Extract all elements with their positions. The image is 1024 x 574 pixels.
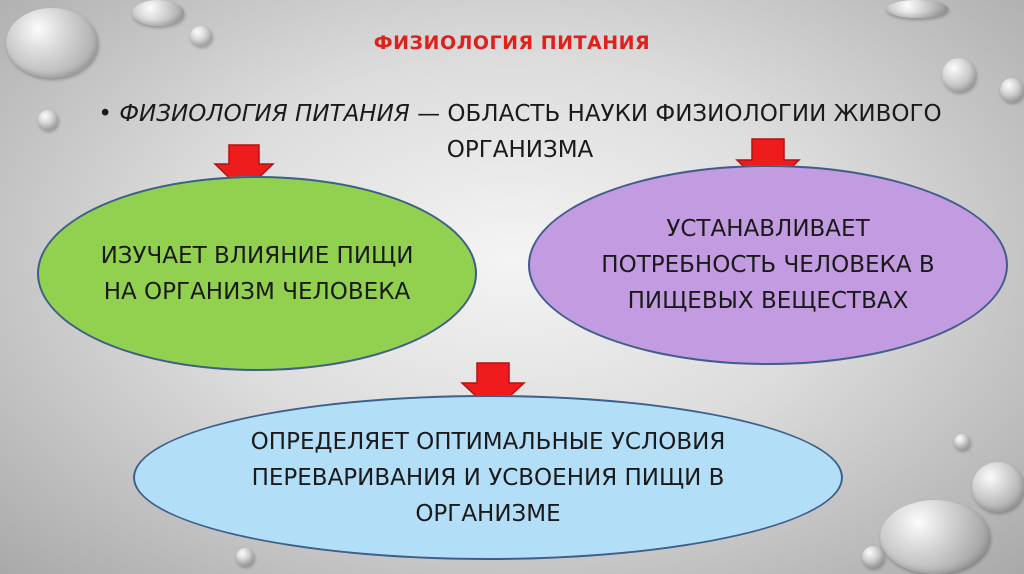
water-drop-decoration (190, 26, 212, 46)
bullet-marker: • (98, 101, 112, 127)
water-drop-decoration (972, 462, 1024, 512)
ellipse-right-establishes-need: УСТАНАВЛИВАЕТ ПОТРЕБНОСТЬ ЧЕЛОВЕКА В ПИЩ… (528, 165, 1008, 365)
water-drop-decoration (236, 548, 254, 566)
ellipse-bottom-determines-conditions: ОПРЕДЕЛЯЕТ ОПТИМАЛЬНЫЕ УСЛОВИЯ ПЕРЕВАРИВ… (133, 395, 843, 560)
water-drop-decoration (132, 0, 184, 26)
definition-term: ФИЗИОЛОГИЯ ПИТАНИЯ (119, 101, 410, 127)
definition-rest-line-2: ОРГАНИЗМА (446, 137, 594, 163)
definition-text: • ФИЗИОЛОГИЯ ПИТАНИЯ — ОБЛАСТЬ НАУКИ ФИЗ… (60, 96, 980, 168)
ellipse-right-text: УСТАНАВЛИВАЕТ ПОТРЕБНОСТЬ ЧЕЛОВЕКА В ПИЩ… (601, 216, 935, 314)
ellipse-left-text: ИЗУЧАЕТ ВЛИЯНИЕ ПИЩИ НА ОРГАНИЗМ ЧЕЛОВЕК… (100, 242, 414, 305)
water-drop-decoration (1000, 78, 1024, 102)
water-drop-decoration (954, 434, 970, 450)
water-drop-decoration (862, 546, 884, 568)
ellipse-left-studies-influence: ИЗУЧАЕТ ВЛИЯНИЕ ПИЩИ НА ОРГАНИЗМ ЧЕЛОВЕК… (37, 176, 477, 371)
water-drop-decoration (880, 500, 990, 574)
water-drop-decoration (942, 58, 976, 92)
ellipse-bottom-text: ОПРЕДЕЛЯЕТ ОПТИМАЛЬНЫЕ УСЛОВИЯ ПЕРЕВАРИВ… (250, 428, 726, 527)
water-drop-decoration (886, 0, 948, 18)
water-drop-decoration (6, 8, 98, 78)
water-drop-decoration (38, 110, 58, 130)
definition-rest-line-1: — ОБЛАСТЬ НАУКИ ФИЗИОЛОГИИ ЖИВОГО (409, 101, 942, 127)
slide-title: ФИЗИОЛОГИЯ ПИТАНИЯ (373, 32, 651, 54)
